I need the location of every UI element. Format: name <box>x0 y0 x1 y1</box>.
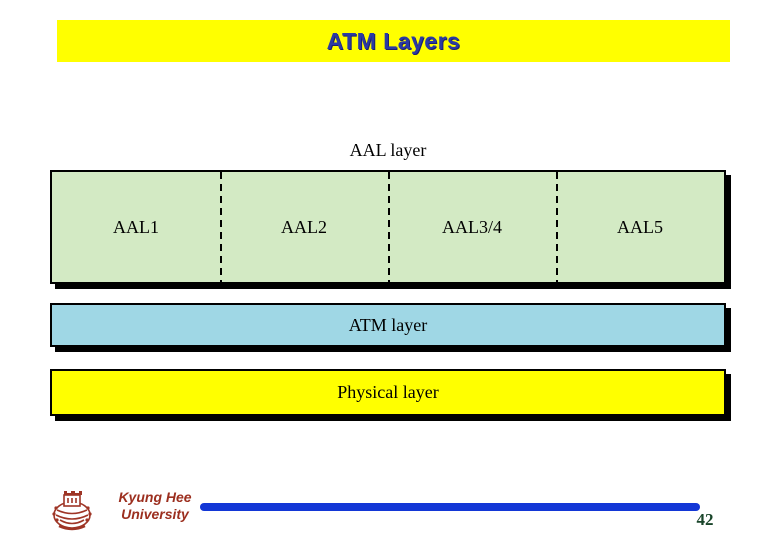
dashed-divider <box>388 172 390 282</box>
atm-layer-label: ATM layer <box>348 314 428 335</box>
university-name-line1: Kyung Hee <box>118 489 192 505</box>
footer-accent-line <box>200 503 700 511</box>
dashed-divider <box>556 172 558 282</box>
aal2-cell: AAL2 <box>281 216 327 237</box>
slide-title-bar: ATM Layers <box>57 20 730 62</box>
university-name-line2: University <box>121 506 189 522</box>
atm-layer-box: ATM layer <box>50 303 726 347</box>
physical-layer-label: Physical layer <box>337 382 439 402</box>
aal5-cell: AAL5 <box>617 216 663 237</box>
university-seal-icon <box>52 491 92 531</box>
dashed-divider <box>220 172 222 282</box>
aal-layer-box: AAL1 AAL2 AAL3/4 AAL5 <box>50 170 726 284</box>
aal1-cell: AAL1 <box>113 216 159 237</box>
slide-title: ATM Layers <box>326 27 461 54</box>
aal34-cell: AAL3/4 <box>442 216 502 237</box>
page-number: 42 <box>696 510 714 529</box>
physical-layer-box: Physical layer <box>50 369 726 416</box>
university-name: Kyung Hee University <box>100 489 210 523</box>
aal-layer-caption: AAL layer <box>349 140 427 160</box>
